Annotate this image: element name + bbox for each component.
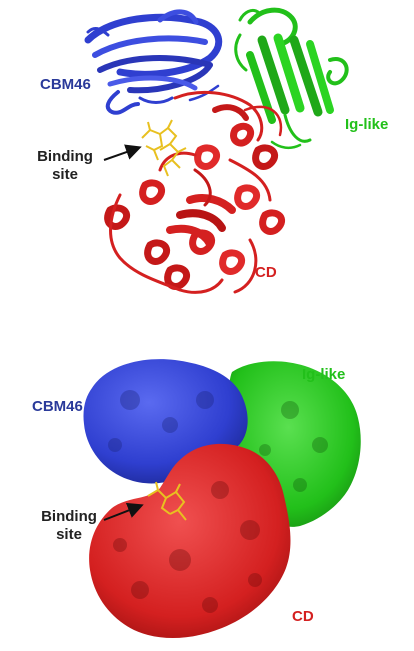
binding-site-label-surface: Binding site: [34, 508, 104, 544]
cd-label: CD: [255, 264, 277, 281]
surface-structure-panel: Ig-like CBM46 CD Binding site: [0, 330, 414, 651]
surface-texture: [108, 390, 328, 613]
surface-structure-figure: [83, 359, 361, 639]
binding-site-label-line1: Binding: [37, 148, 93, 165]
ribbon-structure-panel: CBM46 Ig-like CD Binding site: [0, 0, 414, 320]
binding-site-label: Binding site: [30, 148, 100, 184]
ligand-sticks: [141, 119, 187, 177]
cbm46-label-surface: CBM46: [32, 398, 83, 415]
binding-site-label-line2: site: [52, 166, 78, 183]
ligand-sticks-surface: [147, 481, 187, 521]
cbm46-label: CBM46: [40, 76, 91, 93]
cbm46-domain-ribbon: [84, 9, 223, 115]
cd-domain-surface: [89, 443, 291, 639]
cd-domain-ribbon: [104, 90, 286, 294]
binding-site-arrow: [103, 144, 142, 161]
ig-like-label-surface: Ig-like: [302, 366, 346, 383]
ig-like-label: Ig-like: [345, 116, 389, 133]
ribbon-structure-figure: [84, 7, 349, 294]
binding-site-arrow-surface: [103, 502, 144, 521]
binding-site-label-surface-line2: site: [56, 526, 82, 543]
binding-site-label-surface-line1: Binding: [41, 508, 97, 525]
cd-label-surface: CD: [292, 608, 314, 625]
